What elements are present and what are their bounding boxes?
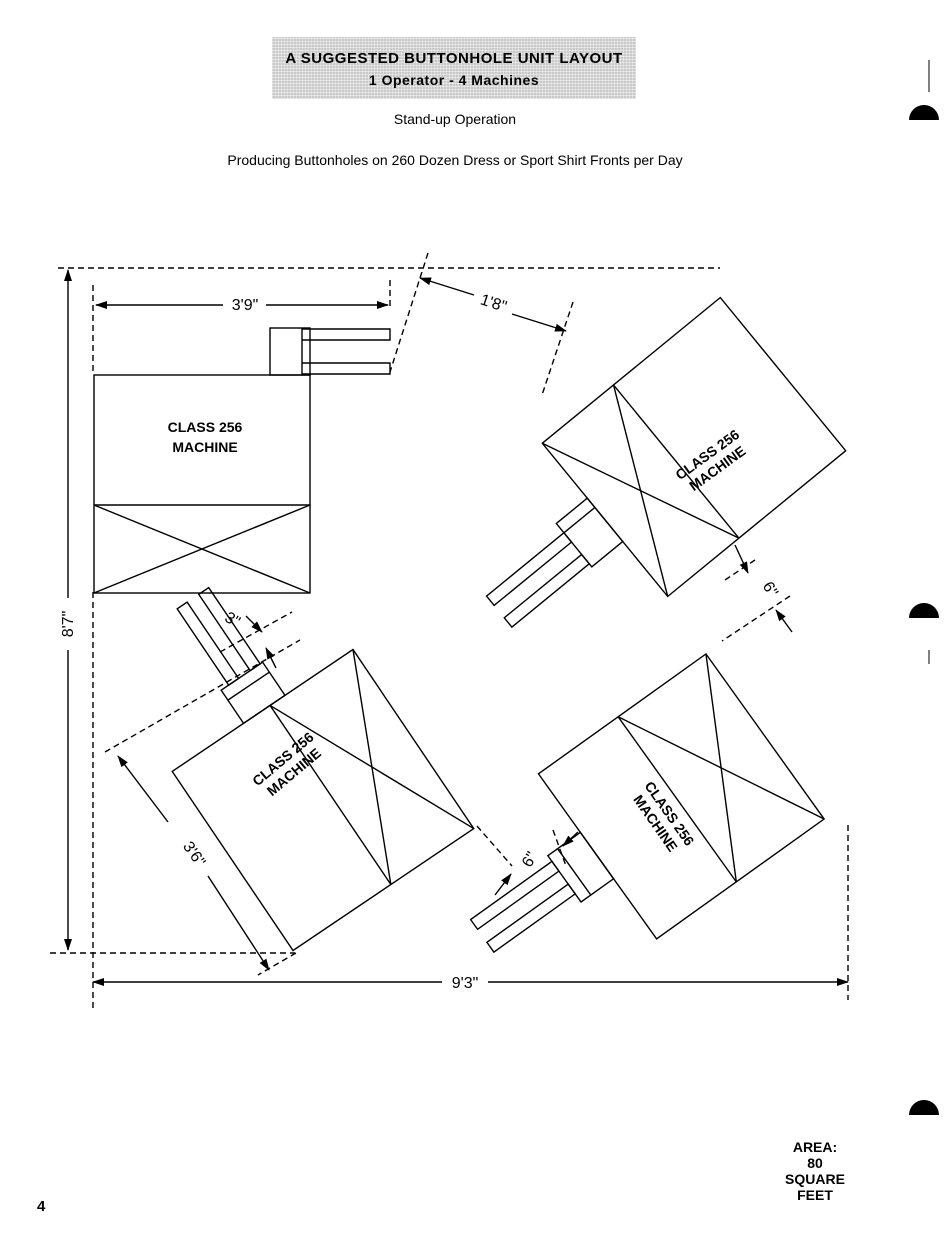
- machine-1-label-line1: CLASS 256: [168, 419, 243, 435]
- machine-3-stand: [170, 586, 285, 723]
- machine-1: [94, 328, 390, 593]
- area-line-3: SQUARE: [765, 1171, 865, 1187]
- boundary-lines: [50, 253, 848, 1010]
- dim-label-overall-height: 8'7": [60, 611, 77, 638]
- punch-hole-icon: [907, 1095, 941, 1129]
- area-note: AREA: 80 SQUARE FEET: [765, 1139, 865, 1203]
- machine-2-stand: [479, 498, 623, 630]
- page-number: 4: [37, 1198, 45, 1215]
- dim-label-top-width: 3'9": [232, 297, 259, 314]
- machine-4: [425, 654, 825, 1020]
- punch-hole-icon: [907, 598, 941, 632]
- area-line-2: 80: [765, 1155, 865, 1171]
- machine-1-label-line2: MACHINE: [172, 439, 237, 455]
- dim-label-gap-right-upper: 6": [759, 579, 781, 600]
- punch-hole-icon: [907, 100, 941, 134]
- machine-1-stand: [270, 328, 390, 375]
- dim-label-diagonal-gap: 1'8": [478, 292, 508, 316]
- area-line-1: AREA:: [765, 1139, 865, 1155]
- machine-2: [434, 298, 846, 686]
- dim-label-gap-right-lower: 6": [519, 849, 541, 870]
- dim-label-machine-depth: 3'6": [179, 839, 208, 870]
- dim-label-overall-width: 9'3": [452, 975, 479, 992]
- area-line-4: FEET: [765, 1187, 865, 1203]
- machine-4-stand: [467, 832, 614, 960]
